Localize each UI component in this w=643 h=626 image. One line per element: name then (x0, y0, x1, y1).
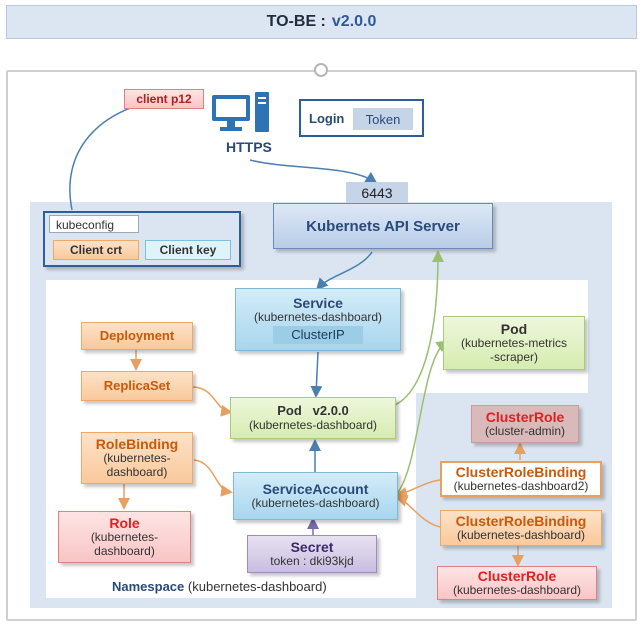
secret-token: token : dki93kjd (270, 554, 354, 568)
clusterrolebinding-box: ClusterRoleBinding (kubernetes-dashboard… (440, 510, 602, 546)
pod-box: Pod v2.0.0 (kubernetes-dashboard) (230, 397, 396, 439)
metrics-pod-sub: (kubernetes-metrics -scraper) (460, 336, 568, 364)
rolebinding-box: RoleBinding (kubernetes- dashboard) (81, 432, 193, 484)
login-label: Login (309, 111, 345, 126)
computer-icon (210, 90, 272, 136)
arrow-service-to-pod (310, 351, 323, 398)
clusterrole-admin-box: ClusterRole (cluster-admin) (471, 405, 579, 443)
clusterrolebinding-sub: (kubernetes-dashboard) (456, 528, 586, 542)
clusterrolebinding2-sub: (kubernetes-dashboard2) (453, 479, 589, 493)
service-sub: (kubernetes-dashboard) (253, 309, 383, 324)
arrow-crb1-to-sa (395, 495, 441, 528)
deployment-box: Deployment (81, 322, 193, 350)
port-6443-label: 6443 (346, 182, 408, 204)
pod-sub: (kubernetes-dashboard) (248, 418, 378, 432)
api-server-box: Kubernets API Server (273, 203, 493, 249)
clusterrolebinding-title: ClusterRoleBinding (455, 513, 587, 529)
namespace-label: Namespace (112, 579, 185, 594)
https-label: HTTPS (226, 139, 272, 155)
title-version: v2.0.0 (331, 13, 377, 30)
service-title: Service (293, 294, 343, 311)
role-box: Role (kubernetes- dashboard) (58, 511, 191, 563)
rolebinding-sub: (kubernetes- dashboard) (103, 451, 171, 479)
secret-title: Secret (290, 539, 334, 555)
clusterrole-dashboard-title: ClusterRole (477, 568, 557, 584)
clusterrolebinding2-title: ClusterRoleBinding (455, 464, 587, 480)
serviceaccount-sub: (kubernetes-dashboard) (251, 496, 380, 510)
arrow-replicaset-to-pod (191, 386, 233, 417)
secret-box: Secret token : dki93kjd (247, 535, 377, 573)
kubeconfig-label: kubeconfig (49, 215, 139, 233)
clusterrolebinding2-box: ClusterRoleBinding (kubernetes-dashboard… (440, 461, 602, 497)
arrow-pod-to-api (394, 250, 444, 406)
arrow-https-to-6443 (249, 159, 378, 184)
role-sub: (kubernetes- dashboard) (90, 530, 159, 558)
connector-knob (314, 63, 328, 77)
title-label: TO-BE : (266, 13, 326, 30)
clusterrole-dashboard-box: ClusterRole (kubernetes-dashboard) (437, 566, 597, 600)
metrics-pod-title: Pod (500, 321, 528, 337)
namespace-caption: Namespace (kubernetes-dashboard) (112, 579, 327, 594)
rolebinding-title: RoleBinding (95, 436, 179, 452)
kubeconfig-panel: kubeconfig Client crt Client key (43, 211, 241, 267)
service-box: Service (kubernetes-dashboard) ClusterIP (235, 288, 401, 351)
arrow-rolebinding-to-sa (193, 459, 233, 497)
client-p12-label: client p12 (124, 89, 204, 109)
client-crt-badge: Client crt (53, 240, 139, 260)
metrics-pod-box: Pod (kubernetes-metrics -scraper) (443, 316, 585, 370)
pod-title: Pod (277, 403, 302, 418)
arrow-sa-to-metrics-pod (394, 340, 449, 497)
arrow-kubeconfig-to-p12 (69, 95, 163, 211)
arrow-crb2-to-sa (395, 479, 441, 499)
page-title: TO-BE : v2.0.0 (6, 5, 637, 39)
clusterrole-admin-sub: (cluster-admin) (484, 424, 565, 438)
serviceaccount-box: ServiceAccount (kubernetes-dashboard) (233, 472, 398, 520)
pod-version: v2.0.0 (312, 403, 349, 418)
clusterrole-dashboard-sub: (kubernetes-dashboard) (452, 583, 582, 597)
clusterrole-admin-title: ClusterRole (485, 409, 565, 425)
namespace-value: (kubernetes-dashboard) (187, 579, 327, 594)
service-type-badge: ClusterIP (273, 325, 363, 344)
token-label: Token (353, 108, 413, 130)
login-panel: Login Token (299, 99, 424, 137)
arrow-api-to-service (315, 251, 373, 291)
serviceaccount-title: ServiceAccount (262, 481, 369, 497)
role-title: Role (109, 515, 140, 531)
client-key-badge: Client key (145, 240, 231, 260)
replicaset-box: ReplicaSet (81, 371, 193, 401)
